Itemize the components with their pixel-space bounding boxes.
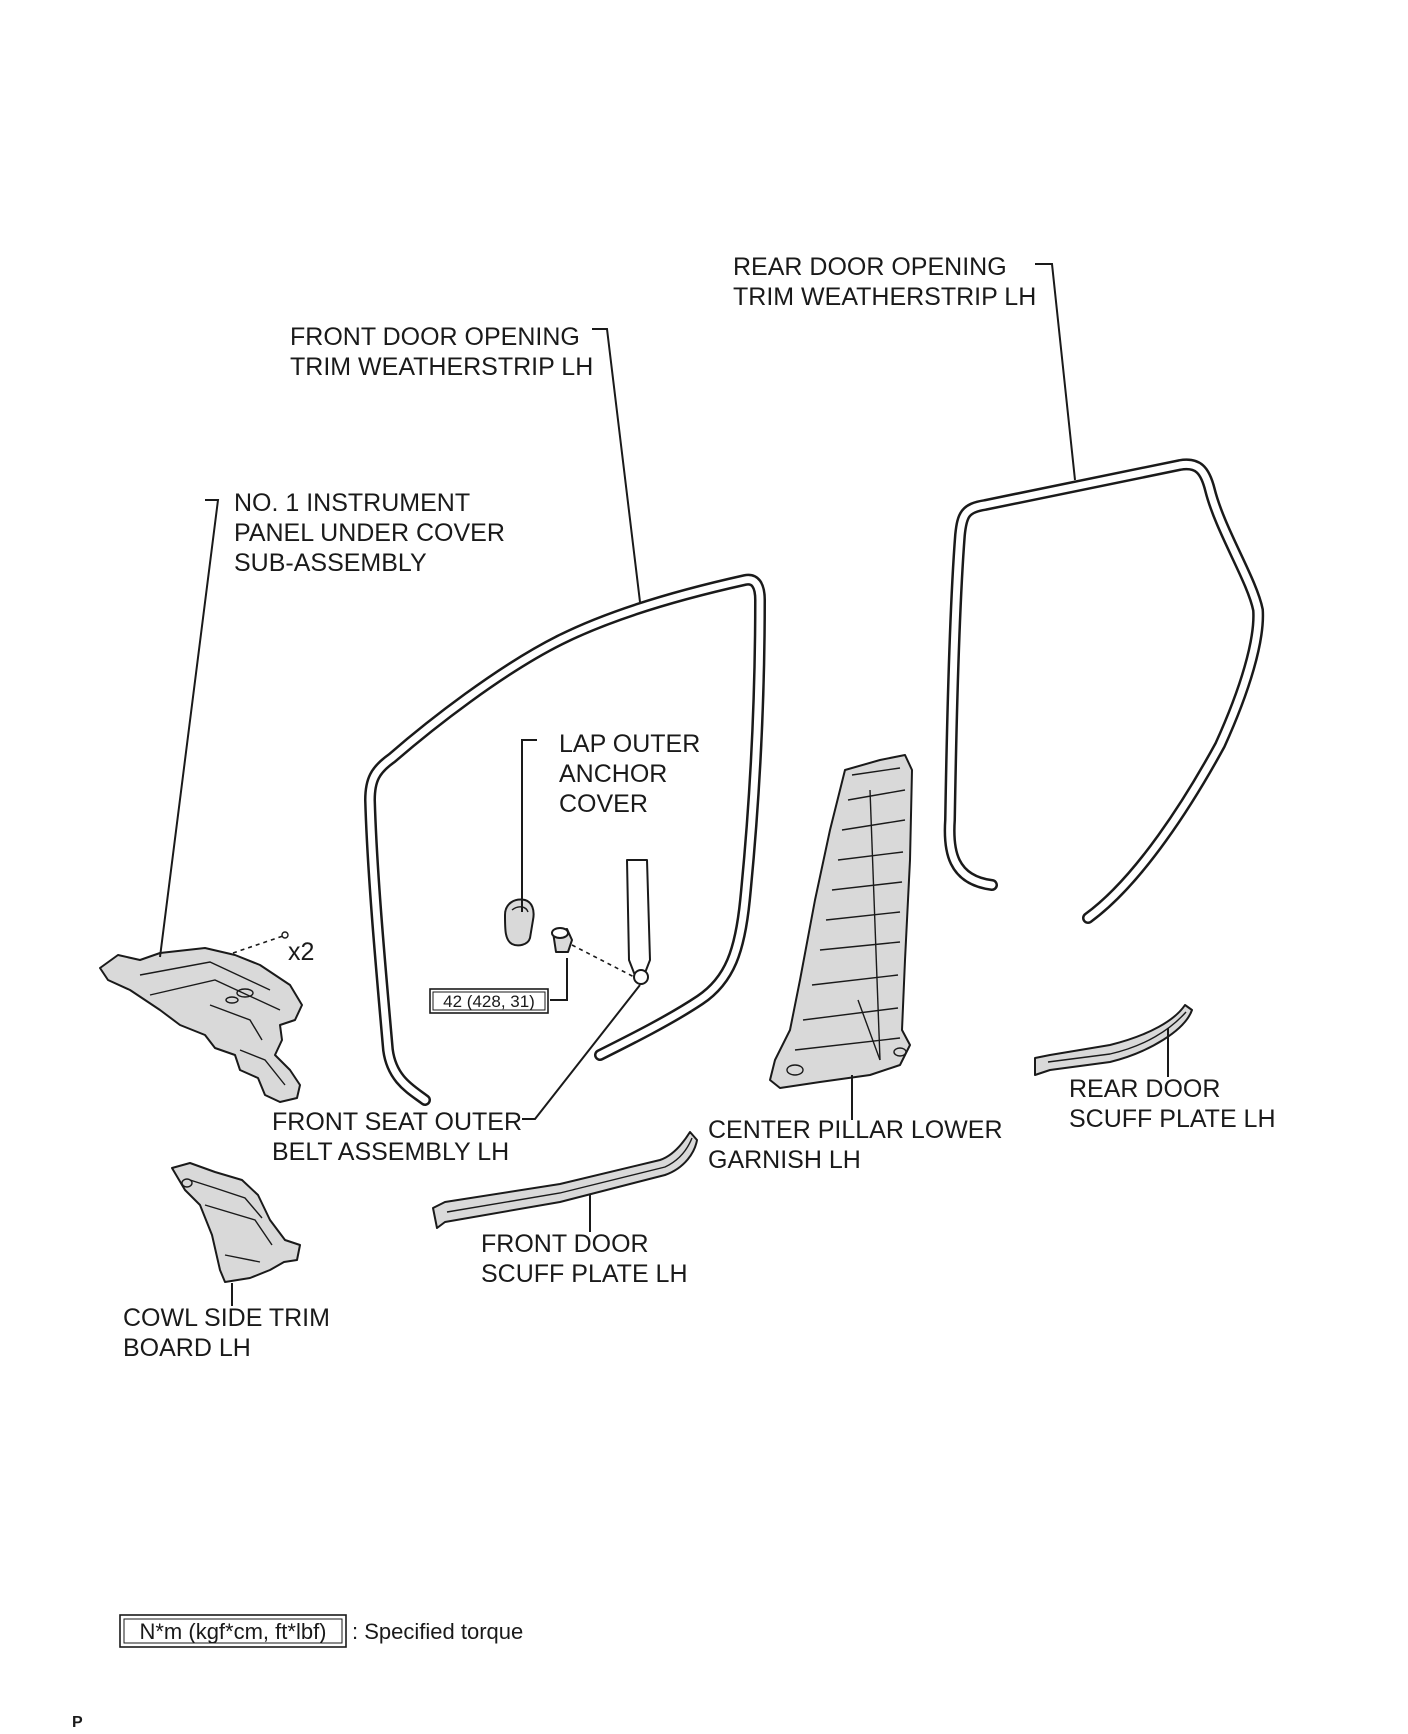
svg-text:FRONT DOOR OPENING: FRONT DOOR OPENING xyxy=(290,323,580,351)
anchor-bolt xyxy=(551,927,573,953)
torque-value: 42 (428, 31) xyxy=(443,992,535,1011)
torque-spec: 42 (428, 31) xyxy=(429,988,549,1014)
svg-text:LAP OUTER: LAP OUTER xyxy=(559,730,700,758)
label-lap-cover: LAP OUTER ANCHOR COVER xyxy=(559,730,700,818)
label-rear-weatherstrip: REAR DOOR OPENING TRIM WEATHERSTRIP LH xyxy=(733,253,1036,311)
rear-door-weatherstrip xyxy=(943,458,1265,924)
svg-text:BOARD LH: BOARD LH xyxy=(123,1334,251,1362)
svg-text:SCUFF PLATE LH: SCUFF PLATE LH xyxy=(481,1260,688,1288)
center-pillar-lower-garnish xyxy=(769,754,913,1089)
page-code: P xyxy=(72,1714,83,1731)
svg-text:FRONT SEAT OUTER: FRONT SEAT OUTER xyxy=(272,1108,522,1136)
legend-text: : Specified torque xyxy=(352,1619,523,1644)
svg-text:NO. 1 INSTRUMENT: NO. 1 INSTRUMENT xyxy=(234,489,470,517)
label-cowl: COWL SIDE TRIM BOARD LH xyxy=(123,1304,330,1362)
instrument-panel-under-cover xyxy=(99,947,303,1103)
front-seat-outer-belt xyxy=(626,859,651,985)
cowl-side-trim-board xyxy=(171,1162,301,1283)
front-door-weatherstrip xyxy=(364,573,766,1106)
svg-text:GARNISH LH: GARNISH LH xyxy=(708,1146,861,1174)
svg-text:COWL SIDE TRIM: COWL SIDE TRIM xyxy=(123,1304,330,1332)
label-under-cover: NO. 1 INSTRUMENT PANEL UNDER COVER SUB-A… xyxy=(234,489,505,577)
svg-text:FRONT DOOR: FRONT DOOR xyxy=(481,1230,649,1258)
label-center-pillar: CENTER PILLAR LOWER GARNISH LH xyxy=(708,1116,1003,1174)
front-door-scuff-plate xyxy=(432,1131,698,1229)
label-front-weatherstrip: FRONT DOOR OPENING TRIM WEATHERSTRIP LH xyxy=(290,323,593,381)
svg-text:COVER: COVER xyxy=(559,790,648,818)
label-seat-belt: FRONT SEAT OUTER BELT ASSEMBLY LH xyxy=(272,1108,522,1166)
label-front-scuff: FRONT DOOR SCUFF PLATE LH xyxy=(481,1230,688,1288)
svg-text:REAR DOOR OPENING: REAR DOOR OPENING xyxy=(733,253,1007,281)
svg-text:SCUFF PLATE LH: SCUFF PLATE LH xyxy=(1069,1105,1276,1133)
svg-text:ANCHOR: ANCHOR xyxy=(559,760,667,788)
svg-text:TRIM WEATHERSTRIP LH: TRIM WEATHERSTRIP LH xyxy=(290,353,593,381)
svg-text:SUB-ASSEMBLY: SUB-ASSEMBLY xyxy=(234,549,427,577)
svg-text:CENTER PILLAR LOWER: CENTER PILLAR LOWER xyxy=(708,1116,1003,1144)
legend: N*m (kgf*cm, ft*lbf) : Specified torque xyxy=(119,1614,523,1648)
svg-text:PANEL UNDER COVER: PANEL UNDER COVER xyxy=(234,519,505,547)
lap-outer-anchor-cover xyxy=(504,898,535,947)
label-rear-scuff: REAR DOOR SCUFF PLATE LH xyxy=(1069,1075,1276,1133)
rear-door-scuff-plate xyxy=(1034,1004,1193,1076)
svg-text:BELT ASSEMBLY LH: BELT ASSEMBLY LH xyxy=(272,1138,509,1166)
svg-text:REAR DOOR: REAR DOOR xyxy=(1069,1075,1220,1103)
svg-text:TRIM WEATHERSTRIP LH: TRIM WEATHERSTRIP LH xyxy=(733,283,1036,311)
label-clip-qty: x2 xyxy=(288,938,314,966)
legend-box-text: N*m (kgf*cm, ft*lbf) xyxy=(139,1619,326,1644)
